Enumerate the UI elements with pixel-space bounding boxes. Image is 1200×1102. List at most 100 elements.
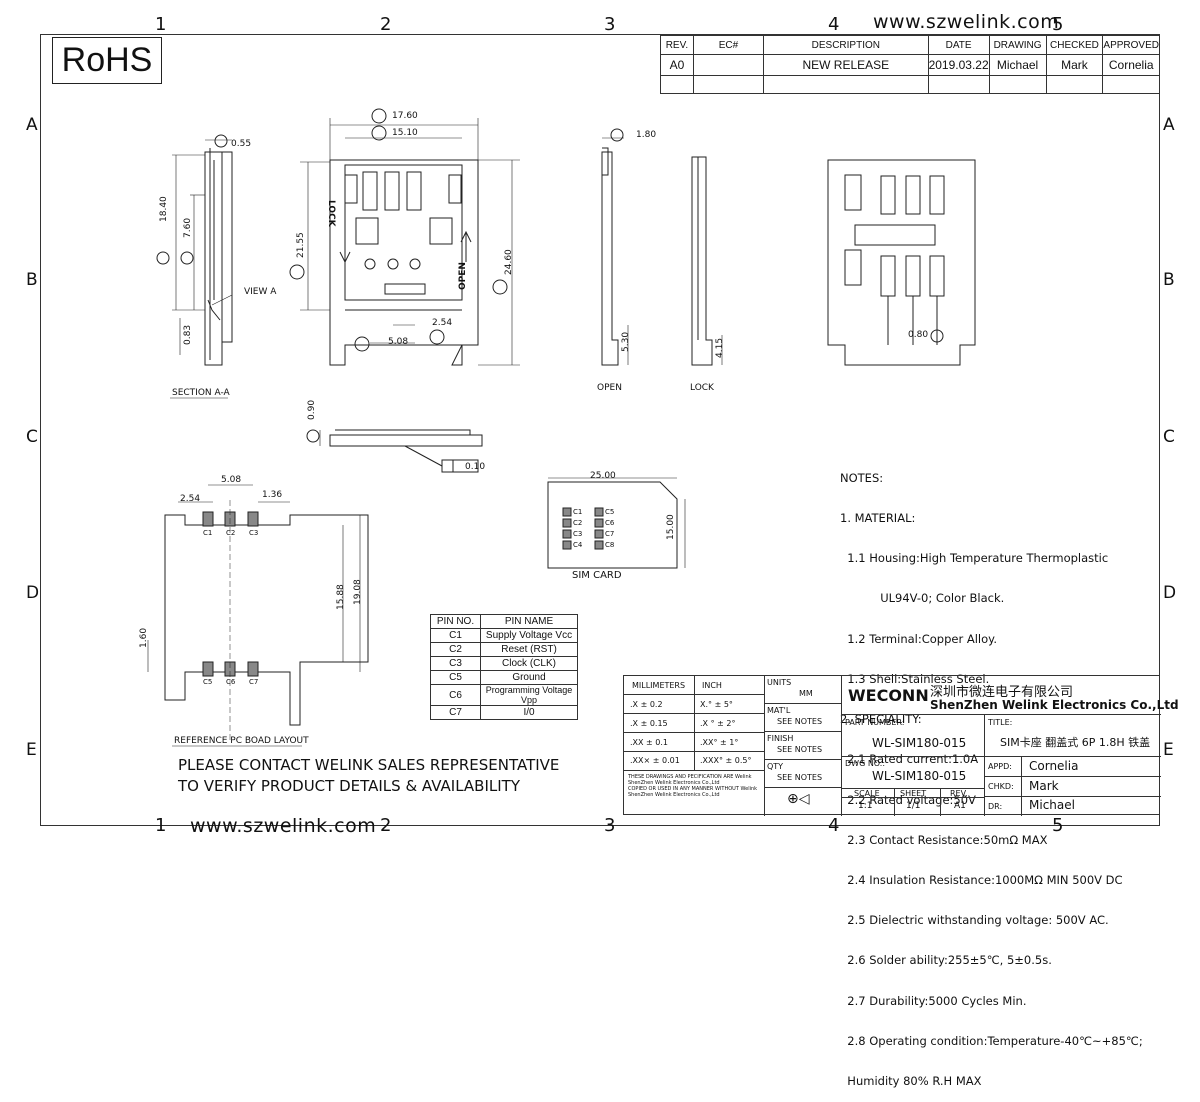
grid-col-4-bottom: 4 (828, 815, 840, 836)
rev-value: A0 (660, 54, 694, 76)
dim-2460: 24.60 (504, 249, 514, 275)
dim-254: 2.54 (432, 318, 453, 328)
rev-value: A1 (954, 801, 966, 811)
rev-label: REV. (950, 789, 968, 798)
rohs-mark: RoHS (52, 37, 162, 84)
grid-row-c-right: C (1163, 427, 1175, 447)
dim-530: 5.30 (621, 331, 631, 352)
projection-icon: ⊕◁ (787, 791, 810, 807)
message-line: TO VERIFY PRODUCT DETAILS & AVAILABILITY (178, 777, 520, 795)
pcb-dim-254: 2.54 (180, 494, 201, 504)
lock-text: LOCK (326, 200, 336, 227)
technical-drawing (147, 108, 976, 747)
dim-090: 0.90 (307, 399, 317, 420)
note-line: 2.4 Insulation Resistance:1000MΩ MIN 500… (840, 873, 1123, 887)
description-value: NEW RELEASE (763, 54, 929, 76)
note-line: 2. SPECIALITY: (840, 712, 922, 727)
grid-col-4: 4 (828, 14, 840, 35)
grid-col-3: 3 (604, 14, 616, 35)
dr-label: DR: (988, 802, 1003, 811)
bottom-view (827, 159, 976, 366)
pcb-layout-label: REFERENCE PC BOAD LAYOUT (174, 736, 309, 746)
grid-row-a: A (26, 115, 38, 135)
grid-row-e-right: E (1163, 740, 1174, 760)
sim-c2: C2 (573, 519, 583, 527)
pin-name: Clock (CLK) (480, 656, 578, 671)
sim-c5: C5 (605, 508, 615, 516)
note-line: 2.1 Rated current:1.0A (840, 752, 979, 767)
open-label: OPEN (597, 383, 622, 393)
contact-message: PLEASE CONTACT WELINK SALES REPRESENTATI… (178, 755, 559, 797)
disclaimer-line: ShenZhen Welink Electronics Co.,Ltd (628, 780, 720, 786)
dim-055: 0.55 (231, 139, 252, 149)
note-line: 2.7 Durability:5000 Cycles Min. (840, 993, 1027, 1008)
chkd-label: CHKD: (988, 782, 1014, 791)
note-line: NOTES: (840, 470, 884, 485)
pcb-pad-c7: C7 (249, 678, 259, 686)
front-view (306, 429, 483, 473)
sim-width: 25.00 (590, 471, 616, 481)
dim-180: 1.80 (636, 130, 657, 140)
date-value: 2019.03.22 (927, 54, 990, 76)
pcb-dim-160: 1.60 (139, 627, 149, 648)
dim-080: 0.80 (908, 330, 929, 340)
sim-card-label: SIM CARD (572, 570, 622, 581)
flatness-value: 0.10 (465, 462, 486, 472)
grid-col-2-bottom: 2 (380, 815, 392, 836)
grid-row-a-right: A (1163, 115, 1175, 135)
sim-c4: C4 (573, 541, 583, 549)
website-top: www.szwelink.com (873, 11, 1060, 33)
grid-row-e: E (26, 740, 37, 760)
dr-value: Michael (1029, 798, 1075, 812)
chkd-value: Mark (1029, 779, 1059, 793)
pcb-dim-508: 5.08 (221, 475, 242, 485)
pcb-dim-136: 1.36 (262, 490, 283, 500)
pin-no: C3 (430, 656, 481, 671)
grid-col-3-bottom: 3 (604, 815, 616, 836)
pin-no: C2 (430, 642, 481, 657)
tol-mm: .XX ± 0.1 (630, 738, 669, 747)
dim-415: 4.15 (715, 337, 725, 358)
pcb-pad-c6: C6 (226, 678, 236, 686)
pin-name: Supply Voltage Vcc (480, 628, 578, 643)
dim-083: 0.83 (183, 324, 193, 345)
sheet-label: SHEET (900, 789, 927, 798)
ec-header: EC# (692, 34, 765, 56)
pcb-pad-c5: C5 (203, 678, 213, 686)
dim-760: 7.60 (183, 217, 193, 238)
brand-logo: WECONN (848, 686, 929, 705)
disclaimer-line: ShenZhen Welink Electronics Co.,Ltd (628, 792, 720, 798)
pin-name: I/0 (480, 705, 578, 720)
pin-no: C5 (430, 670, 481, 685)
pcb-pad-c3: C3 (249, 529, 259, 537)
lock-side-view (691, 156, 723, 366)
tol-inch: .X ° ± 2° (700, 719, 736, 728)
grid-row-b-right: B (1163, 270, 1175, 290)
pcb-pad-c2: C2 (226, 529, 236, 537)
date-header: DATE (927, 34, 990, 56)
sim-c1: C1 (573, 508, 583, 516)
top-view (289, 108, 520, 366)
pin-name: Reset (RST) (480, 642, 578, 657)
note-line: Humidity 80% R.H MAX (840, 1074, 982, 1089)
note-line: 1. MATERIAL: (840, 511, 916, 526)
lock-label: LOCK (690, 383, 714, 393)
pin-name-header: PIN NAME (480, 614, 578, 629)
appd-value: Cornelia (1029, 759, 1079, 773)
dim-2155: 21.55 (296, 232, 306, 258)
tol-inch: X.° ± 5° (700, 700, 733, 709)
pin-no-header: PIN NO. (430, 614, 481, 629)
tol-inch: .XX° ± 1° (700, 738, 739, 747)
disclaimer-line: THESE DRAWINGS AND PECIFICATION ARE Weli… (628, 774, 752, 780)
grid-col-2: 2 (380, 14, 392, 35)
approved-value: Cornelia (1102, 54, 1160, 76)
scale-value: 1:1 (858, 801, 873, 811)
grid-row-c: C (26, 427, 38, 447)
grid-col-1: 1 (155, 14, 167, 35)
dim-508: 5.08 (388, 337, 409, 347)
open-text: OPEN (458, 262, 468, 290)
dim-1760: 17.60 (392, 111, 418, 121)
description-header: DESCRIPTION (763, 34, 929, 56)
note-line: UL94V-0; Color Black. (840, 591, 1005, 606)
